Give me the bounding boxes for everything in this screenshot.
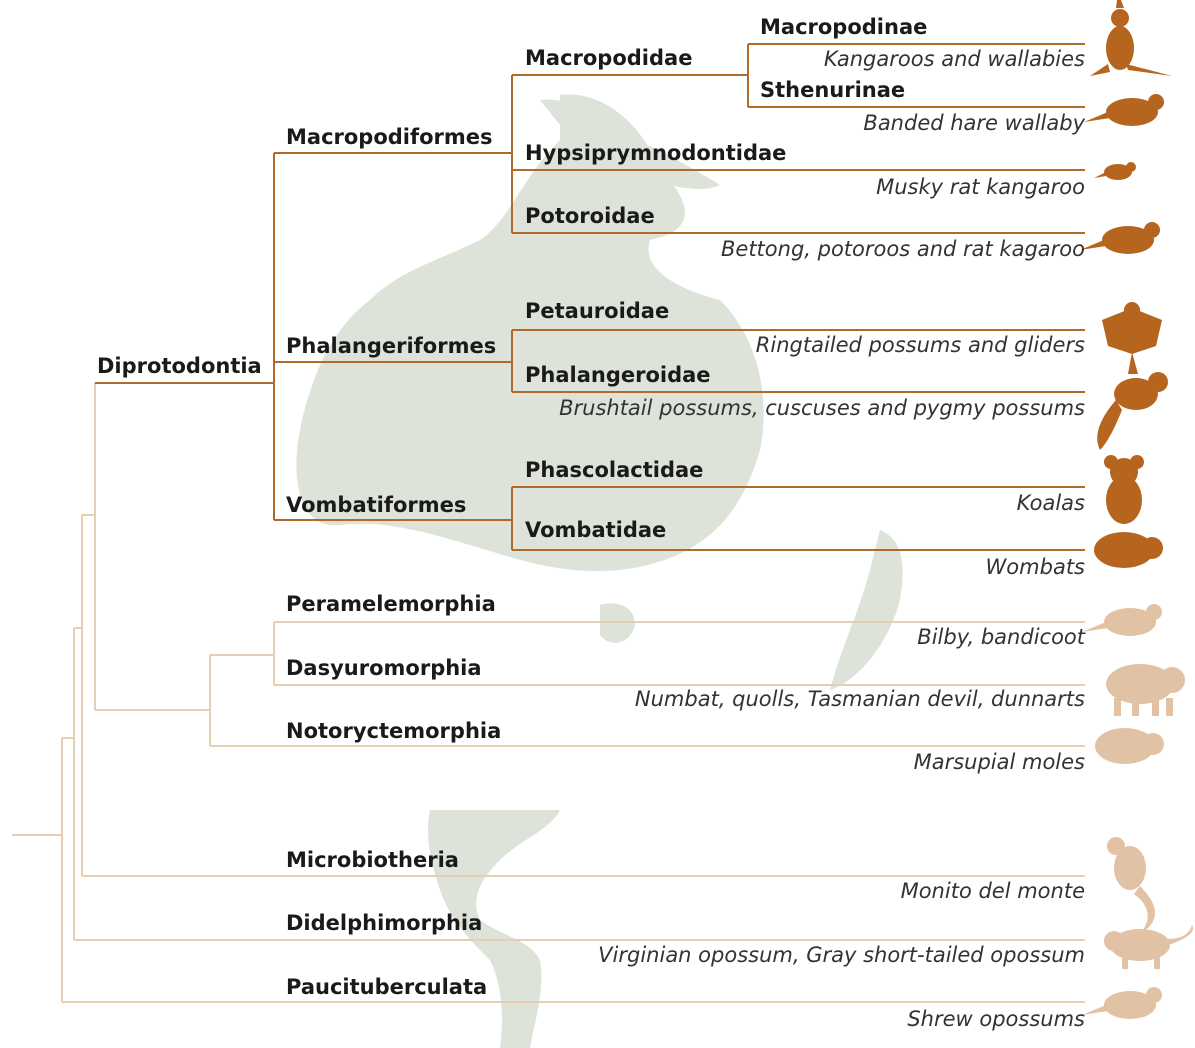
branch-macropodiformes [274,75,513,233]
label-peramelemorphia: Peramelemorphia [286,592,496,616]
americas-map [428,810,560,1048]
possum-icon [1097,372,1168,450]
animal-icons [1080,0,1193,1019]
label-notoryctemorphia: Notoryctemorphia [286,719,502,743]
branch-phalangeriformes [274,330,513,392]
desc-petauroidae: Ringtailed possums and gliders [755,333,1085,357]
label-petauroidae: Petauroidae [525,299,670,323]
desc-phalangeroidae: Brushtail possums, cuscuses and pygmy po… [559,396,1085,420]
label-phalangeroidae: Phalangeroidae [525,363,711,387]
desc-macropodinae: Kangaroos and wallabies [823,47,1085,71]
diprotodontia-branches [273,43,1085,551]
label-macropodiformes: Macropodiformes [286,125,493,149]
hare-wallaby-icon [1084,94,1164,126]
label-phascolactidae: Phascolactidae [525,458,704,482]
label-phalangeriformes: Phalangeriformes [286,334,497,358]
desc-peramelemorphia: Bilby, bandicoot [917,625,1085,649]
label-didelphimorphia: Didelphimorphia [286,911,483,935]
desc-didelphimorphia: Virginian opossum, Gray short-tailed opo… [598,943,1085,967]
branch-n3 [82,383,96,710]
branch-macropodidae [512,44,749,107]
rat-kangaroo-icon [1094,162,1136,180]
bilby-icon [1082,604,1162,636]
tasmania-map [600,603,635,643]
label-dasyuromorphia: Dasyuromorphia [286,656,482,680]
desc-dasyuromorphia: Numbat, quolls, Tasmanian devil, dunnart… [634,687,1085,711]
outgroup-branches [12,382,1085,1003]
label-potoroidae: Potoroidae [525,204,655,228]
desc-microbiotheria: Monito del monte [900,879,1085,903]
branch-root [12,738,63,1002]
label-paucituberculata: Paucituberculata [286,975,488,999]
desc-potoroidae: Bettong, potoroos and rat kagaroo [721,237,1085,261]
devil-icon [1106,664,1185,716]
branch-n4 [95,655,211,746]
label-diprotodontia: Diprotodontia [97,354,262,378]
australia-map [296,94,764,571]
background-maps [296,94,903,1048]
new-guinea-map [540,99,720,190]
desc-paucituberculata: Shrew opossums [907,1007,1085,1031]
desc-vombatidae: Wombats [985,555,1085,579]
branch-vombatiformes [274,487,513,550]
label-macropodinae: Macropodinae [760,15,928,39]
label-vombatiformes: Vombatiformes [286,493,467,517]
shrew-opossum-icon [1082,987,1162,1019]
label-sthenurinae: Sthenurinae [760,78,906,102]
label-vombatidae: Vombatidae [525,518,667,542]
mole-icon [1095,728,1164,764]
branch-n2 [74,515,83,876]
label-hypsiprymnodontidae: Hypsiprymnodontidae [525,141,787,165]
opossum-icon [1104,925,1193,969]
kangaroo-icon [1090,0,1172,76]
branch-n1 [62,628,75,940]
new-zealand-map [830,530,903,690]
desc-sthenurinae: Banded hare wallaby [863,111,1085,135]
branch-n5 [210,622,275,685]
bettong-icon [1080,222,1160,254]
desc-notoryctemorphia: Marsupial moles [913,750,1085,774]
desc-phascolactidae: Koalas [1016,491,1085,515]
label-microbiotheria: Microbiotheria [286,848,459,872]
koala-icon [1104,455,1144,524]
glider-icon [1102,302,1162,374]
label-macropodidae: Macropodidae [525,46,693,70]
monito-icon [1107,837,1155,934]
desc-hypsiprymnodontidae: Musky rat kangaroo [876,175,1085,199]
wombat-icon [1094,532,1163,568]
